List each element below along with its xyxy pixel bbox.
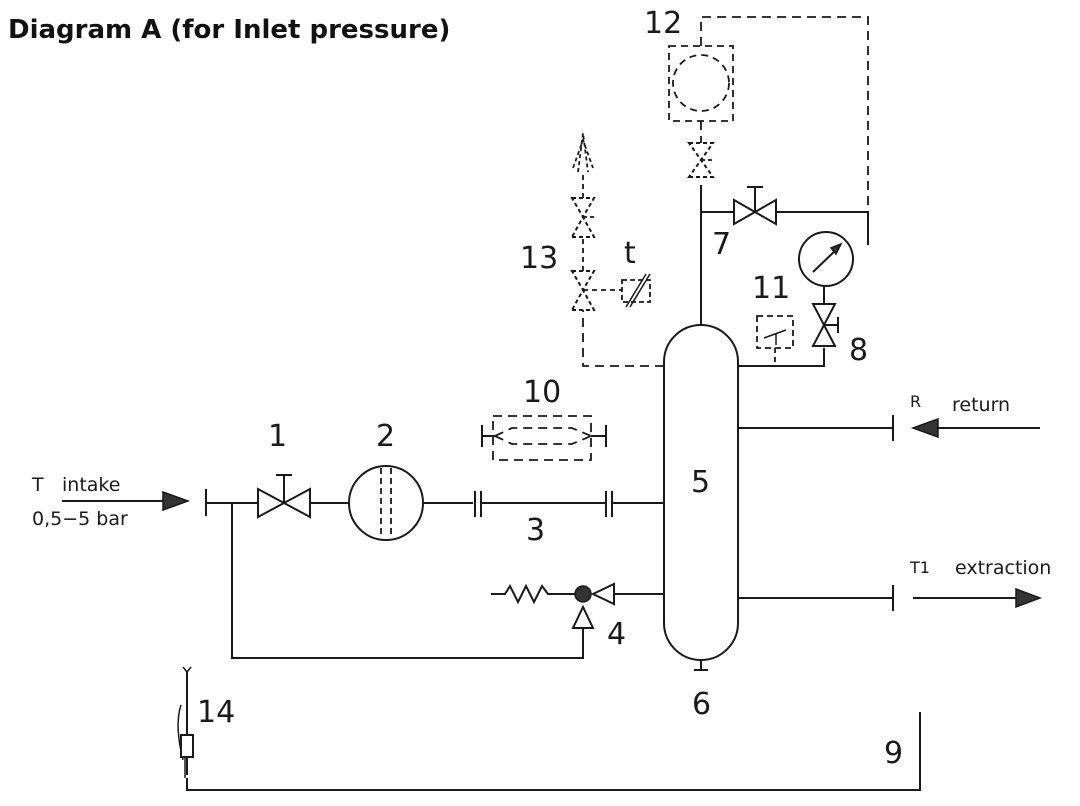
filter-2-icon [348,465,424,541]
label-6: 6 [692,687,711,722]
label-9: 9 [884,736,903,771]
label-13: 13 [520,241,558,276]
label-12: 12 [644,6,682,41]
extraction-label: extraction [955,557,1051,579]
vent-outlet-icon [572,132,594,173]
label-t: t [624,236,636,271]
pressure-gauge-icon [798,231,854,287]
extraction-arrowhead-icon [1015,587,1043,609]
label-10: 10 [523,375,561,410]
intake-label: intake [62,474,120,496]
label-3: 3 [526,513,545,548]
label-11: 11 [752,271,790,306]
label-7: 7 [712,227,731,262]
diagram-title: Diagram A (for Inlet pressure) [8,15,450,45]
label-4: 4 [607,617,626,652]
optional-valve-12-icon [687,142,715,178]
valve-7-icon [733,186,777,226]
intake-pressure: 0,5−5 bar [32,508,128,530]
return-arrowhead-icon [910,417,939,439]
extraction-code: T1 [909,558,930,577]
switch-11-icon [756,315,794,349]
return-label: return [952,394,1010,416]
valve-8-icon [811,303,839,347]
label-5: 5 [691,465,710,500]
dashed-vent-13 [582,310,664,367]
check-valve-4-icon [491,582,664,629]
dashed-signal-line [700,16,869,212]
temperature-element-icon [621,273,651,308]
gauge-pipe [738,348,825,367]
probe-14-icon [177,666,194,778]
line-9 [186,712,921,791]
intake-code: T [31,474,44,496]
valve-13-upper-icon [570,197,597,238]
return-code: R [910,392,921,411]
instrument-12-icon [668,45,734,122]
label-1: 1 [268,419,287,454]
valve-1-icon [257,474,311,519]
label-14: 14 [197,695,235,730]
label-2: 2 [376,419,395,454]
label-8: 8 [849,333,868,368]
bypass-pipe [231,503,584,659]
intake-arrowhead-icon [162,490,191,512]
optional-section-10 [481,415,607,461]
